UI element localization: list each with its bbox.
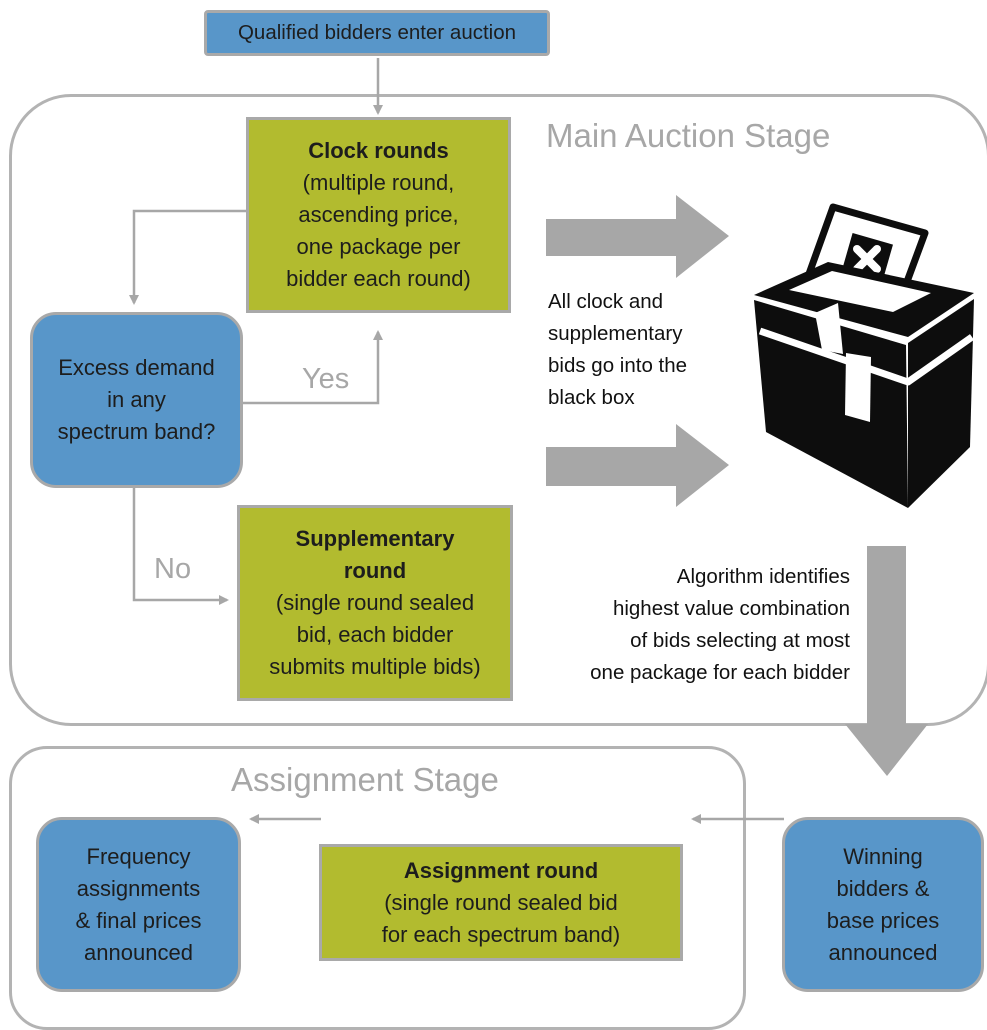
clock-rounds-line: ascending price, [298,202,459,227]
no-arrow [132,486,229,605]
frequency-line: Frequency [86,843,191,869]
clock-to-ballot-block-arrow [546,195,729,278]
black-box-note: All clock and supplementary bids go into… [548,286,748,414]
start-box-label: Qualified bidders enter auction [237,21,517,44]
supplementary-heading-line: Supplementary [295,526,455,551]
black-box-note-line: supplementary [548,322,683,345]
winning-bidders-box: Winning bidders & base prices announced [782,817,984,992]
yes-label: Yes [302,363,350,395]
no-label: No [154,553,192,585]
winning-line: announced [828,939,938,965]
clock-to-excess-arrow [129,209,246,305]
assignment-round-line: for each spectrum band) [381,921,621,947]
clock-rounds-heading: Clock rounds [308,138,449,163]
black-box-note-line: black box [548,386,635,409]
assignment-stage-frame [9,746,746,1030]
supplementary-to-ballot-block-arrow [546,424,729,507]
main-stage-title: Main Auction Stage [546,117,831,154]
clock-rounds-box: Clock rounds (multiple round, ascending … [246,117,511,313]
ballot-box-icon [754,203,975,508]
supplementary-line: submits multiple bids) [269,654,481,679]
supplementary-line: bid, each bidder [296,622,454,647]
assignment-stage-title: Assignment Stage [231,761,499,798]
yes-arrow [242,330,383,405]
excess-demand-box: Excess demand in any spectrum band? [30,312,243,488]
assignment-round-heading: Assignment round [403,857,599,883]
excess-demand-line: Excess demand [58,355,215,380]
winning-line: base prices [826,907,940,933]
black-box-note-line: All clock and [548,290,664,313]
supplementary-line: (single round sealed [275,590,475,615]
frequency-line: announced [84,939,193,965]
start-box: Qualified bidders enter auction [204,10,550,56]
algorithm-note: Algorithm identifies highest value combi… [548,561,850,689]
frequency-line: & final prices [75,907,202,933]
supplementary-heading-line: round [343,558,407,583]
frequency-line: assignments [76,875,201,901]
clock-rounds-line: (multiple round, [302,170,455,195]
supplementary-round-box: Supplementary round (single round sealed… [237,505,513,701]
assignment-round-box: Assignment round (single round sealed bi… [319,844,683,961]
algorithm-note-line: Algorithm identifies [676,565,850,588]
clock-rounds-line: one package per [296,234,461,259]
frequency-assignments-box: Frequency assignments & final prices ann… [36,817,241,992]
black-box-note-line: bids go into the [548,354,688,377]
clock-rounds-line: bidder each round) [286,266,471,291]
algorithm-note-line: one package for each bidder [590,661,850,684]
assignment-round-line: (single round sealed bid [384,889,618,915]
main-auction-stage-frame [9,94,987,726]
ballot-to-winning-block-arrow [845,546,928,776]
excess-demand-line: spectrum band? [57,419,216,444]
winning-line: Winning [843,843,923,869]
excess-demand-line: in any [107,387,166,412]
algorithm-note-line: of bids selecting at most [630,629,850,652]
winning-line: bidders & [836,875,930,901]
algorithm-note-line: highest value combination [612,597,850,620]
